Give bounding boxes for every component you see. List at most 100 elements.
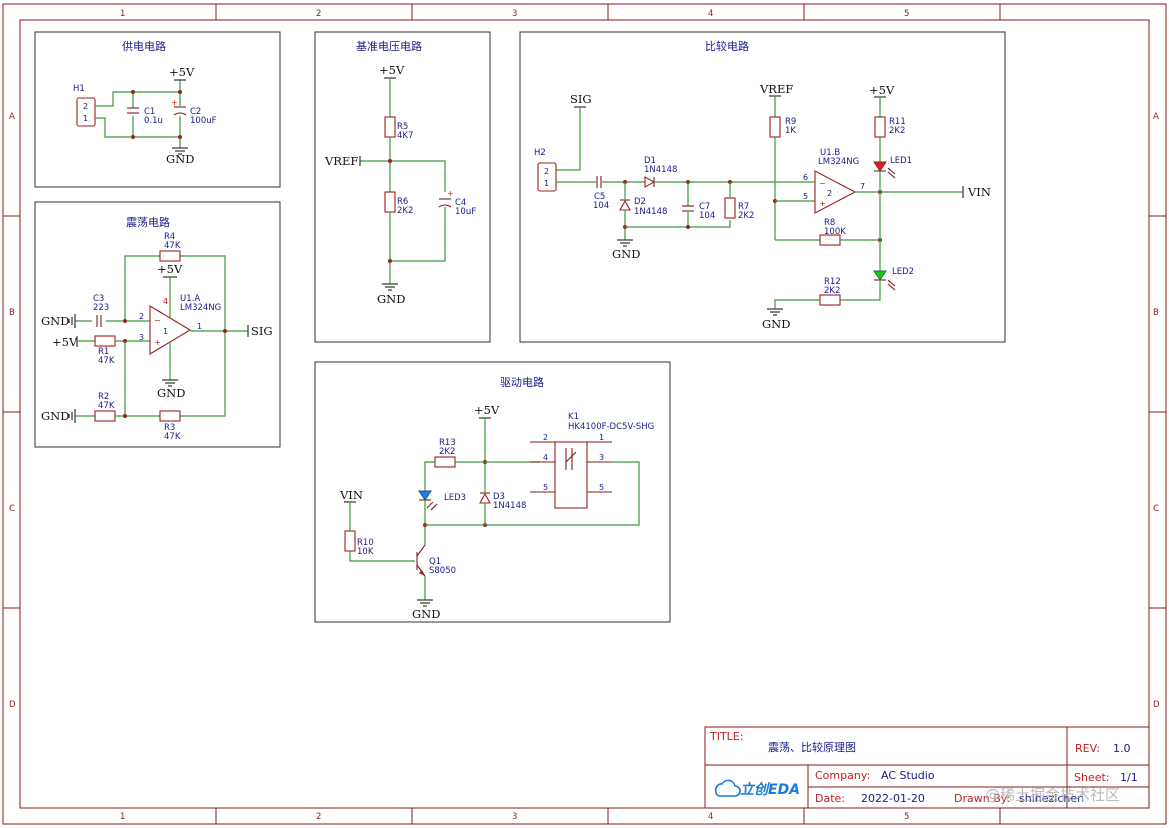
vin-net-label: VIN (967, 185, 991, 199)
sig-net-label: SIG (570, 92, 592, 106)
date-value: 2022-01-20 (861, 792, 925, 805)
d3-diode[interactable] (479, 492, 491, 504)
r2-resistor[interactable] (94, 410, 116, 422)
u1a-pin2: 2 (139, 312, 144, 321)
sheet-value: 1/1 (1120, 771, 1138, 784)
r5-value: 4K7 (397, 131, 413, 141)
block-title: 比较电路 (705, 39, 749, 53)
gnd-label: GND (412, 607, 440, 621)
c5-ref: C5 (594, 192, 605, 202)
q1-value: S8050 (429, 566, 456, 576)
title-block: TITLE: 震荡、比较原理图 REV: 1.0 立创EDA Company: … (704, 726, 1150, 809)
gnd-label: GND (377, 292, 405, 306)
c4-value: 10uF (455, 207, 476, 217)
c2-capacitor[interactable]: + (171, 98, 187, 116)
lceda-logo-icon: 立创EDA (714, 779, 800, 798)
k1-pin5a: 5 (543, 483, 548, 492)
r12-ref: R12 (824, 277, 841, 287)
grid-col-4-bottom: 4 (708, 812, 713, 822)
gnd-left-icon (68, 409, 76, 423)
r12-value: 2K2 (824, 286, 840, 296)
r5-resistor[interactable] (384, 116, 396, 138)
r6-value: 2K2 (397, 206, 413, 216)
date-label: Date: (815, 792, 845, 805)
grid-col-1-top: 1 (120, 9, 125, 19)
gnd-icon (767, 308, 783, 316)
c2-ref: C2 (190, 107, 201, 117)
c7-capacitor[interactable] (682, 205, 694, 212)
k1-pin1: 1 (599, 433, 604, 442)
c1-capacitor[interactable] (127, 107, 139, 114)
r3-resistor[interactable] (159, 410, 181, 422)
vcc-label: +5V (169, 65, 195, 79)
k1-pin2: 2 (543, 433, 548, 442)
gnd-icon (382, 283, 398, 291)
grid-row-d-left: D (9, 700, 16, 710)
d1-diode[interactable] (644, 176, 656, 188)
grid-col-5-top: 5 (904, 9, 909, 19)
u1a-pin3: 3 (139, 333, 144, 342)
svg-text:+: + (447, 189, 454, 198)
grid-row-a-left: A (9, 112, 15, 122)
logo-text: 立创EDA (740, 781, 800, 798)
c1-ref: C1 (144, 107, 155, 117)
u1b-pin5: 5 (803, 192, 808, 201)
r9-ref: R9 (785, 117, 796, 127)
gnd-label-c3: GND (41, 314, 69, 328)
drawn-label: Drawn By: (954, 792, 1010, 805)
r10-resistor[interactable] (344, 530, 356, 552)
c5-value: 104 (593, 201, 609, 211)
block-title: 震荡电路 (126, 216, 170, 229)
r9-resistor[interactable] (769, 116, 781, 138)
r11-ref: R11 (889, 117, 906, 127)
vref-net-label: VREF (324, 154, 358, 168)
k1-ref: K1 (568, 412, 579, 422)
k1-pin5b: 5 (599, 483, 604, 492)
grid-col-4-top: 4 (708, 9, 713, 19)
block-driver: 驱动电路 +5V R13 2K2 K1 HK4100F-DC5V-SHG 2 1… (314, 361, 671, 623)
r7-resistor[interactable] (724, 197, 736, 219)
c4-capacitor[interactable]: + (438, 189, 454, 208)
d2-value: 1N4148 (634, 207, 667, 217)
led2-ref: LED2 (892, 267, 914, 277)
r13-resistor[interactable] (434, 456, 456, 468)
gnd-icon (417, 599, 433, 607)
c7-value: 104 (699, 211, 715, 221)
h1-ref: H1 (73, 84, 85, 94)
k1-pin4: 4 (543, 453, 548, 462)
r11-resistor[interactable] (874, 116, 886, 138)
d2-diode[interactable] (619, 199, 631, 211)
grid-col-5-bottom: 5 (904, 812, 909, 822)
u1a-plus: + (154, 338, 161, 347)
r1-resistor[interactable] (94, 335, 116, 347)
h2-connector[interactable] (537, 162, 557, 192)
u1a-pin1: 1 (197, 322, 202, 331)
r12-resistor[interactable] (819, 294, 841, 306)
drawn-value: shihezichen (1019, 792, 1084, 805)
u1b-pin6: 6 (803, 173, 808, 182)
block-title: 驱动电路 (500, 376, 544, 389)
r6-resistor[interactable] (384, 191, 396, 213)
r7-value: 2K2 (738, 211, 754, 221)
c3-value: 223 (93, 303, 109, 313)
h1-connector[interactable] (76, 97, 96, 127)
led3-blue-icon[interactable] (418, 490, 438, 511)
c3-capacitor[interactable] (96, 315, 102, 327)
c5-capacitor[interactable] (596, 176, 602, 188)
u1a-pin4: 4 (163, 297, 168, 306)
r6-ref: R6 (397, 197, 408, 207)
gnd-label: GND (166, 152, 194, 166)
grid-row-c-left: C (9, 504, 15, 514)
vcc-label: +5V (474, 403, 500, 417)
d3-ref: D3 (493, 492, 505, 502)
gnd-label-r2: GND (41, 409, 69, 423)
r13-ref: R13 (439, 438, 456, 448)
h2-pin1: 1 (544, 179, 549, 188)
sheet-frame: 1 2 3 4 5 1 2 3 4 5 A B C D A B C D (2, 3, 1167, 825)
vref-net-label: VREF (759, 82, 793, 96)
q1-transistor[interactable] (416, 544, 426, 577)
r4-resistor[interactable] (159, 250, 181, 262)
k1-relay[interactable] (554, 441, 588, 509)
u1b-opamp[interactable] (814, 170, 857, 214)
grid-row-c-right: C (1153, 504, 1159, 514)
